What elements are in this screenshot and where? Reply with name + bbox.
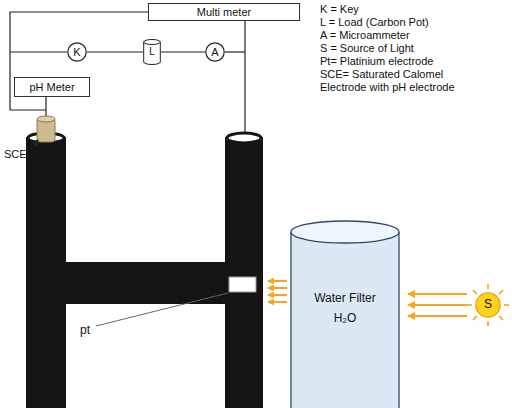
ph-meter-box: pH Meter [14, 77, 90, 97]
node-label: K [73, 46, 80, 59]
node-label: pH Meter [29, 81, 74, 94]
key-entry: L = Load (Carbon Pot) [320, 16, 429, 29]
leader-line [96, 293, 228, 326]
key-entry: K = Key [320, 3, 359, 16]
light-ray [408, 315, 467, 317]
circuit-wire [87, 51, 143, 52]
circuit-wire [10, 12, 245, 136]
light-source: S [475, 292, 501, 318]
key-entry: S = Source of Light [320, 42, 414, 55]
meter-box: Multi meter [148, 3, 300, 21]
key-entry: Electrode with pH electrode [320, 81, 455, 94]
node-label: A [211, 46, 218, 59]
key-symbol: K [67, 42, 87, 62]
platinum-electrode [229, 277, 256, 292]
light-ray [268, 281, 287, 302]
key-entry: SCE= Saturated Calomel [320, 68, 443, 81]
light-ray [408, 293, 467, 295]
callout-label: pt [80, 324, 90, 338]
key-entry: Pt= Platinium electrode [320, 55, 433, 68]
filter-title: Water Filter [314, 292, 376, 306]
node-label: S [484, 298, 492, 312]
sun-rays [467, 284, 509, 326]
h-cell [26, 133, 263, 408]
callout-label: SCE [4, 148, 27, 161]
light-ray [408, 304, 467, 306]
leader-line [30, 140, 38, 150]
node-label: L [149, 46, 155, 58]
ammeter-symbol: A [205, 42, 225, 62]
key-entry: A = Microammeter [320, 29, 410, 42]
filter-content: H₂O [334, 312, 357, 326]
node-label: Multi meter [197, 6, 251, 19]
load-symbol: L [143, 39, 161, 65]
water-filter: Water FilterH₂O [290, 220, 400, 408]
circuit-wire [161, 51, 205, 52]
calomel-electrode [37, 116, 55, 142]
